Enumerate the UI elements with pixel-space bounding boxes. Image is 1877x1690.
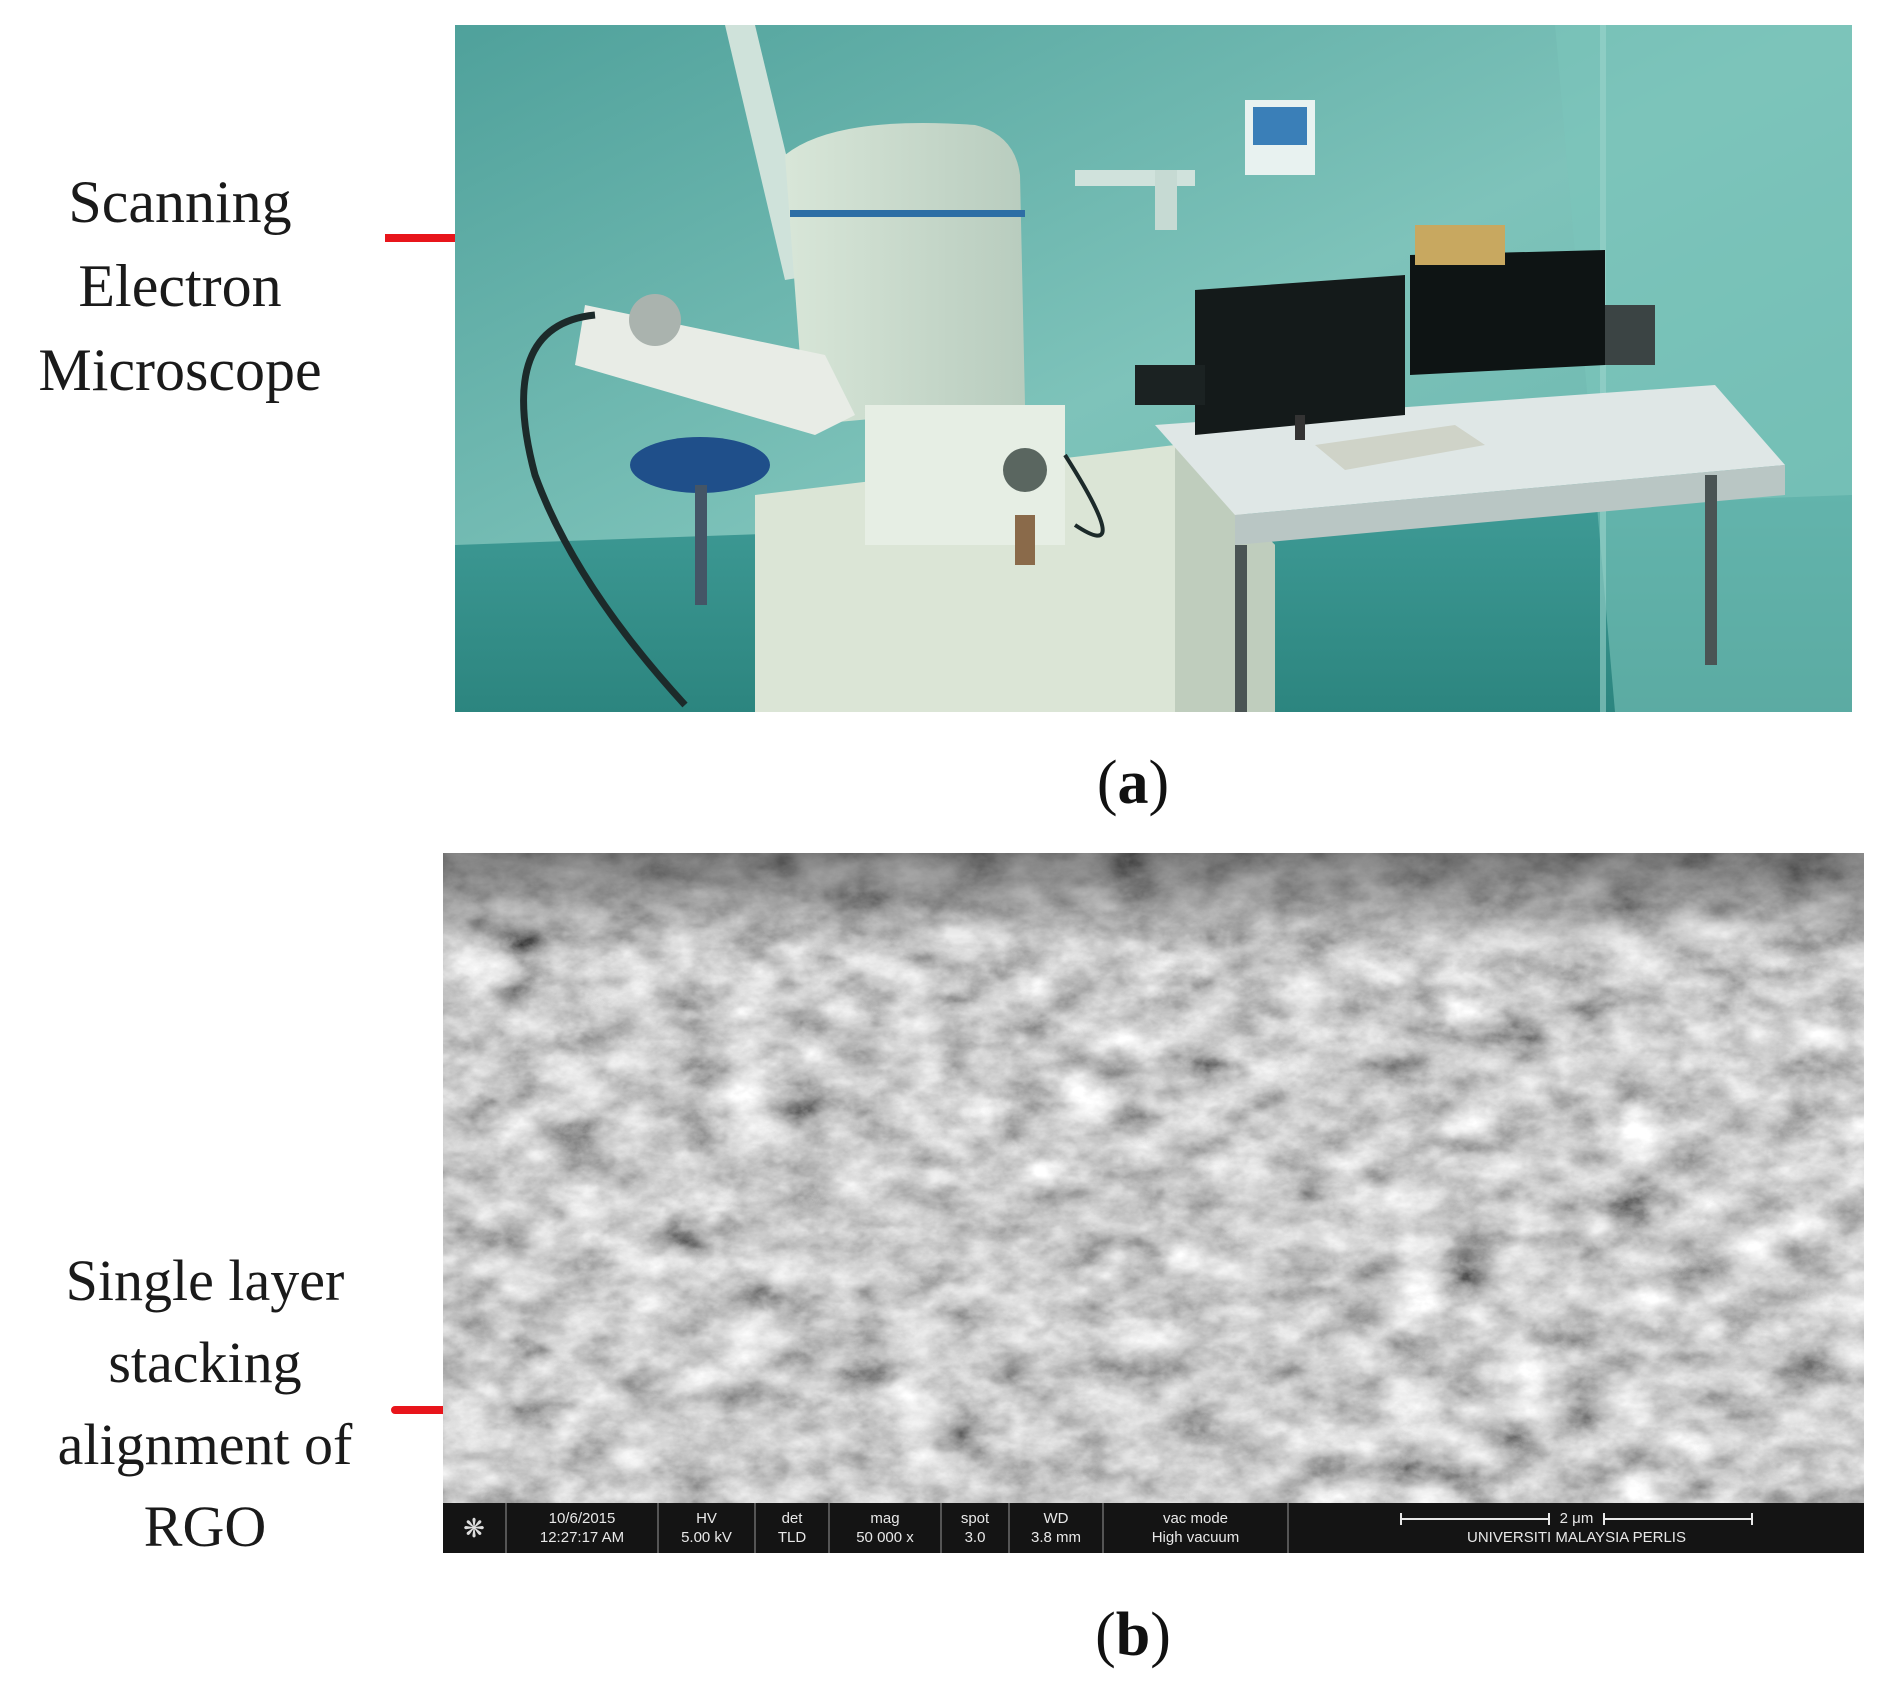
caption-close-paren: ) (1148, 749, 1170, 817)
panel-a-caption: (a) (1033, 748, 1233, 819)
label-line: Scanning (68, 169, 292, 235)
sem-wd: WD 3.8 mm (1010, 1503, 1104, 1553)
sem-info-bar: ❋ 10/6/2015 12:27:17 AM HV 5.00 kV det T… (443, 1503, 1864, 1553)
sem-det-value: TLD (777, 1529, 807, 1546)
sem-institution: UNIVERSITI MALAYSIA PERLIS (1467, 1529, 1686, 1546)
label-line: Microscope (38, 337, 322, 403)
panel-b-caption: (b) (1033, 1600, 1233, 1671)
sem-hv-label: HV (696, 1510, 717, 1527)
caption-open-paren: ( (1096, 749, 1118, 817)
sem-vac-label: vac mode (1162, 1510, 1229, 1527)
caption-open-paren: ( (1095, 1601, 1116, 1669)
sem-det: det TLD (756, 1503, 830, 1553)
sem-date: 10/6/2015 (548, 1510, 616, 1527)
caption-close-paren: ) (1150, 1601, 1171, 1669)
sem-hv-value: 5.00 kV (681, 1529, 732, 1546)
sem-scale-label: 2 μm (1559, 1510, 1594, 1527)
rgo-sem-micrograph: ❋ 10/6/2015 12:27:17 AM HV 5.00 kV det T… (443, 853, 1864, 1553)
sem-mag-label: mag (870, 1510, 900, 1527)
label-line: stacking (108, 1330, 302, 1395)
sem-scale-bar: 2 μm UNIVERSITI MALAYSIA PERLIS (1289, 1503, 1864, 1553)
rgo-stacking-label: Single layer stacking alignment of RGO (20, 1240, 390, 1568)
sem-datetime: 10/6/2015 12:27:17 AM (507, 1503, 659, 1553)
sem-instrument-label: Scanning Electron Microscope (10, 160, 350, 412)
sem-spot-label: spot (960, 1510, 990, 1527)
sem-det-label: det (781, 1510, 803, 1527)
sem-spot: spot 3.0 (942, 1503, 1010, 1553)
sem-time: 12:27:17 AM (539, 1529, 625, 1546)
label-line: Single layer (65, 1248, 345, 1313)
sem-spot-value: 3.0 (964, 1529, 986, 1546)
sem-vac-value: High vacuum (1151, 1529, 1240, 1546)
sem-vac-mode: vac mode High vacuum (1104, 1503, 1289, 1553)
scale-line-left (1399, 1512, 1550, 1525)
label-line: Electron (78, 253, 282, 319)
sem-hv: HV 5.00 kV (659, 1503, 756, 1553)
label-line: alignment of (57, 1412, 353, 1477)
sem-mag: mag 50 000 x (830, 1503, 942, 1553)
caption-letter: b (1115, 1601, 1151, 1669)
sem-lab-photo (455, 25, 1852, 712)
fei-logo-icon: ❋ (443, 1503, 507, 1553)
sem-mag-value: 50 000 x (856, 1529, 914, 1546)
sem-wd-value: 3.8 mm (1030, 1529, 1081, 1546)
sem-wd-label: WD (1043, 1510, 1069, 1527)
label-line: RGO (143, 1494, 267, 1559)
caption-letter: a (1117, 749, 1149, 817)
scale-line-right (1603, 1512, 1754, 1525)
